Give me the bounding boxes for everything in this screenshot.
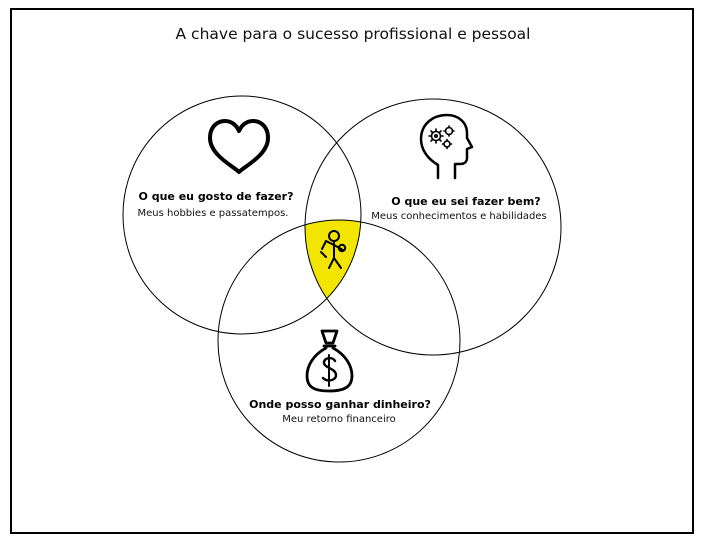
circle-skills (304, 98, 562, 356)
money-bag-icon (305, 329, 354, 393)
diagram-frame (10, 8, 694, 534)
circle-money (217, 219, 461, 463)
head-gears-icon (419, 113, 474, 180)
heart-icon (208, 119, 270, 174)
circle-passion (122, 95, 362, 335)
center-intersection (305, 220, 361, 334)
money-subtitle: Meu retorno financeiro (282, 414, 396, 425)
person-with-key-icon (320, 230, 347, 269)
passion-question: O que eu gosto de fazer? (139, 190, 294, 203)
money-question: Onde posso ganhar dinheiro? (249, 398, 431, 411)
skills-question: O que eu sei fazer bem? (391, 195, 540, 208)
skills-subtitle: Meus conhecimentos e habilidades (371, 211, 547, 222)
passion-subtitle: Meus hobbies e passatempos. (137, 208, 288, 219)
diagram-title: A chave para o sucesso profissional e pe… (176, 25, 531, 43)
